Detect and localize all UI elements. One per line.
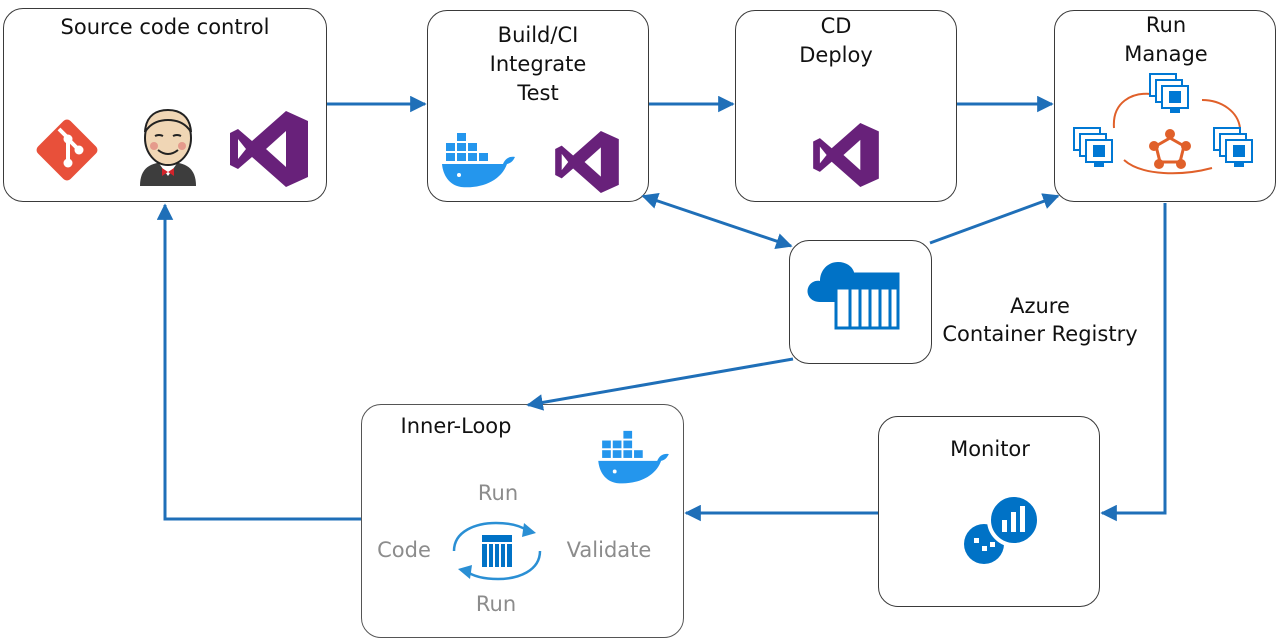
build-label-3: Test [517, 81, 559, 105]
visual-studio-icon [813, 123, 879, 187]
inner-loop-title: Inner-Loop [400, 414, 512, 438]
registry-label-2: Container Registry [942, 322, 1138, 346]
inner-run-top: Run [477, 481, 519, 505]
build-label-1: Build/CI [497, 23, 579, 47]
container-registry-icon [807, 262, 900, 330]
docker-icon [442, 133, 515, 188]
cd-deploy-box [735, 10, 957, 202]
source-title: Source code control [60, 15, 270, 39]
monitor-title: Monitor [950, 437, 1030, 461]
run-label-1: Run [1145, 13, 1187, 37]
build-label-2: Integrate [489, 52, 587, 76]
registry-label-1: Azure [1010, 294, 1070, 318]
inner-validate: Validate [566, 538, 652, 562]
run-label-2: Manage [1124, 42, 1208, 66]
cd-label-1: CD [820, 14, 852, 38]
arrow-build-registry [641, 192, 793, 250]
arrow-registry-to-innerloop [526, 357, 794, 411]
arrow-registry-to-run [929, 193, 1060, 245]
git-icon [36, 119, 98, 181]
visual-studio-icon [555, 131, 619, 193]
cluster-icon [1073, 73, 1253, 175]
monitor-icon [964, 494, 1041, 564]
arrow-run-to-monitor [1100, 203, 1167, 522]
jenkins-icon [140, 108, 196, 186]
cd-label-2: Deploy [799, 43, 873, 67]
visual-studio-icon [230, 111, 308, 187]
cycle-icon [452, 521, 542, 581]
arrow-innerloop-to-source [156, 203, 361, 521]
inner-code: Code [377, 538, 431, 562]
docker-icon [598, 430, 669, 484]
inner-run-bottom: Run [475, 592, 517, 616]
